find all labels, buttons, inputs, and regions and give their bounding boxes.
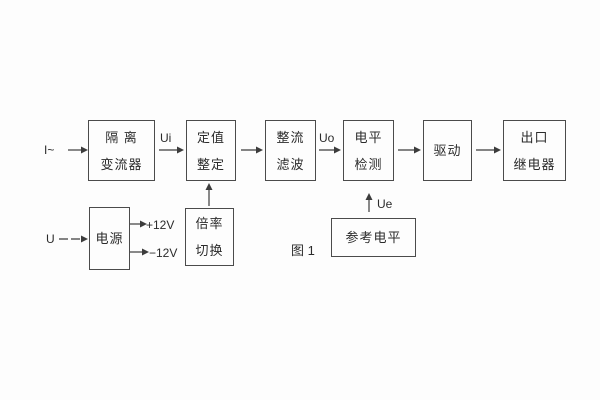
block-setpoint-setting: 定值 整定 — [186, 120, 236, 181]
arrow-level-to-driver — [398, 146, 421, 154]
arrow-head — [81, 146, 88, 154]
supply-minus12v-label: −12V — [149, 246, 178, 260]
block-level-detection: 电平 检测 — [343, 120, 394, 181]
block-label-line: 定值 — [196, 129, 225, 145]
arrow-head — [494, 146, 501, 154]
block-label-line: 电平 — [354, 129, 383, 145]
signal-ui-label: Ui — [160, 131, 172, 145]
arrow-driver-to-relay — [476, 146, 501, 154]
arrow-head — [414, 146, 421, 154]
arrow-ratio-to-setpoint — [205, 183, 213, 206]
arrow-head — [177, 146, 184, 154]
arrow-isolation-to-setpoint — [159, 146, 184, 154]
input-current-label: I~ — [44, 143, 55, 157]
arrow-rectifier-to-level — [319, 146, 341, 154]
arrow-head — [334, 146, 341, 154]
block-rectifier-filter: 整流 滤波 — [265, 120, 316, 181]
signal-uo-label: Uo — [319, 131, 335, 145]
signal-ue-label: Ue — [377, 197, 393, 211]
arrow-head — [365, 193, 373, 200]
arrow-head — [205, 183, 213, 190]
block-label-line: 电源 — [95, 231, 124, 246]
arrow-input-voltage — [59, 235, 88, 243]
arrow-reference-ue — [365, 193, 373, 212]
block-label-line: 驱动 — [433, 143, 462, 158]
block-reference-level: 参考电平 — [331, 218, 416, 257]
block-label-line: 滤波 — [276, 156, 305, 172]
block-output-relay: 出口 继电器 — [503, 120, 566, 181]
block-isolation-transformer: 隔 离 变流器 — [88, 120, 155, 181]
block-label-line: 整定 — [196, 156, 225, 172]
block-label-line: 整流 — [276, 129, 305, 145]
block-driver: 驱动 — [423, 120, 472, 181]
block-power-supply: 电源 — [89, 207, 130, 270]
arrow-input-current — [68, 146, 88, 154]
block-label-line: 出口 — [520, 129, 549, 145]
arrow-head — [81, 235, 88, 243]
arrow-setpoint-to-rectifier — [241, 146, 263, 154]
arrow-plus12v — [130, 220, 147, 228]
block-label-line: 隔 离 — [105, 129, 138, 145]
block-ratio-switching: 倍率 切换 — [185, 208, 234, 266]
block-label-line: 变流器 — [100, 156, 143, 172]
block-label-line: 检测 — [354, 156, 383, 172]
input-voltage-label: U — [46, 232, 55, 246]
arrow-head — [142, 248, 149, 256]
arrow-minus12v — [130, 248, 149, 256]
arrow-head — [256, 146, 263, 154]
figure-caption: 图 1 — [291, 243, 315, 258]
block-label-line: 切换 — [195, 243, 224, 258]
supply-plus12v-label: +12V — [146, 218, 175, 232]
block-label-line: 继电器 — [513, 156, 556, 172]
block-label-line: 倍率 — [195, 216, 224, 231]
block-label-line: 参考电平 — [345, 230, 402, 245]
